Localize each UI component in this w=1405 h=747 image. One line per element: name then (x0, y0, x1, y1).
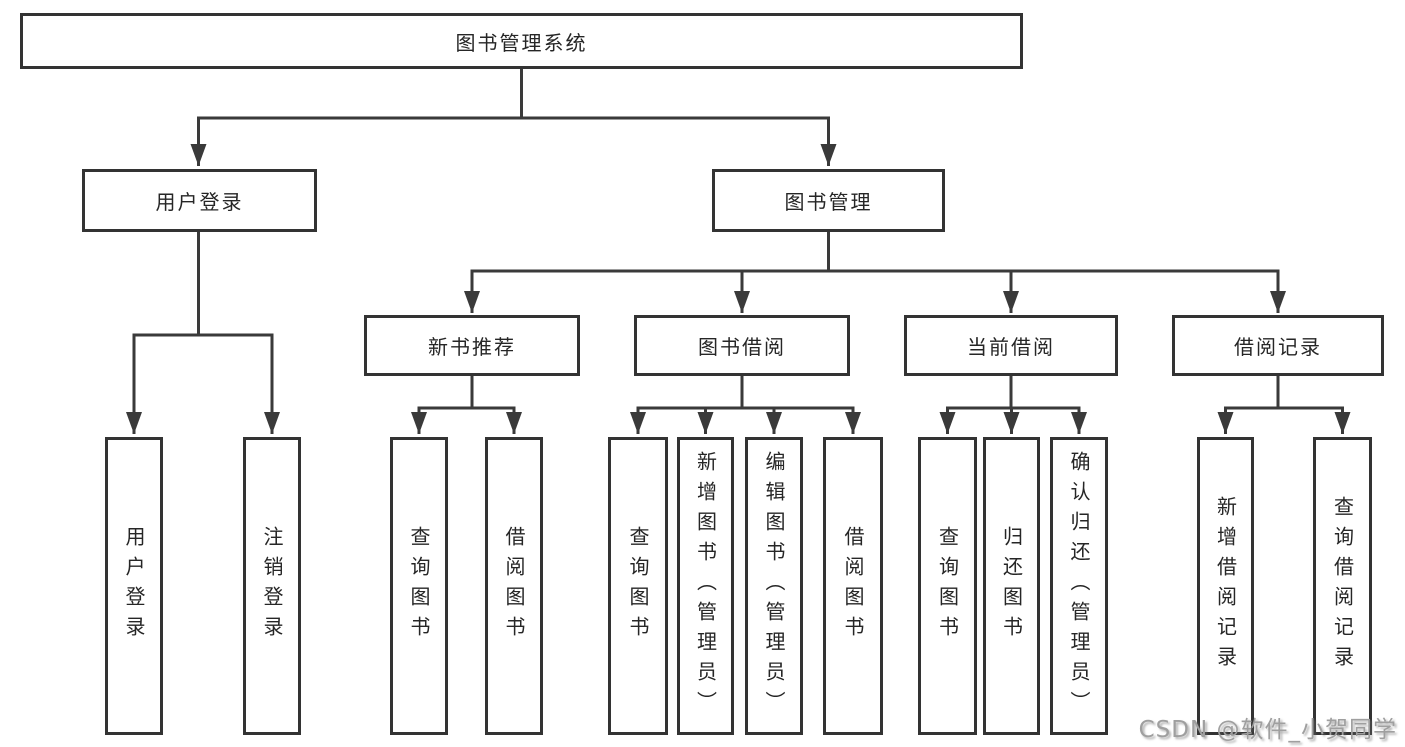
node-user-login: 用户登录 (82, 169, 317, 232)
leaf-query-books-recommend-label: 查询图书 (407, 526, 431, 646)
leaf-add-borrow-record-label: 新增借阅记录 (1213, 496, 1238, 676)
leaf-logout-label: 注销登录 (260, 526, 284, 646)
node-library-management-system: 图书管理系统 (20, 13, 1023, 69)
leaf-return-book-label: 归还图书 (999, 526, 1024, 646)
leaf-edit-book-admin: 编辑图书（管理员） (745, 437, 803, 735)
leaf-confirm-return-admin-label: 确认归还（管理员） (1067, 451, 1091, 721)
leaf-query-books-current-label: 查询图书 (935, 526, 960, 646)
leaf-user-login: 用户登录 (105, 437, 163, 735)
leaf-query-books-borrowing-label: 查询图书 (626, 526, 650, 646)
leaf-add-book-admin-label: 新增图书（管理员） (693, 451, 718, 721)
leaf-add-book-admin: 新增图书（管理员） (677, 437, 734, 735)
leaf-logout: 注销登录 (243, 437, 301, 735)
leaf-borrow-books-borrowing-label: 借阅图书 (841, 526, 865, 646)
leaf-query-borrow-record-label: 查询借阅记录 (1330, 496, 1355, 676)
leaf-borrow-books-recommend-label: 借阅图书 (502, 526, 526, 646)
leaf-query-borrow-record: 查询借阅记录 (1313, 437, 1372, 735)
leaf-add-borrow-record: 新增借阅记录 (1197, 437, 1254, 735)
leaf-query-books-borrowing: 查询图书 (608, 437, 668, 735)
leaf-return-book: 归还图书 (983, 437, 1040, 735)
leaf-borrow-books-borrowing: 借阅图书 (823, 437, 883, 735)
leaf-query-books-current: 查询图书 (918, 437, 977, 735)
leaf-confirm-return-admin: 确认归还（管理员） (1050, 437, 1108, 735)
node-borrowing-records: 借阅记录 (1172, 315, 1384, 376)
leaf-query-books-recommend: 查询图书 (390, 437, 448, 735)
watermark: CSDN @软件_小贺同学 (1138, 717, 1397, 743)
node-book-management: 图书管理 (712, 169, 945, 232)
leaf-user-login-label: 用户登录 (122, 526, 146, 646)
node-current-borrowing: 当前借阅 (904, 315, 1118, 376)
leaf-edit-book-admin-label: 编辑图书（管理员） (762, 451, 786, 721)
leaf-borrow-books-recommend: 借阅图书 (485, 437, 543, 735)
node-book-borrowing: 图书借阅 (634, 315, 850, 376)
node-new-book-recommendation: 新书推荐 (364, 315, 580, 376)
